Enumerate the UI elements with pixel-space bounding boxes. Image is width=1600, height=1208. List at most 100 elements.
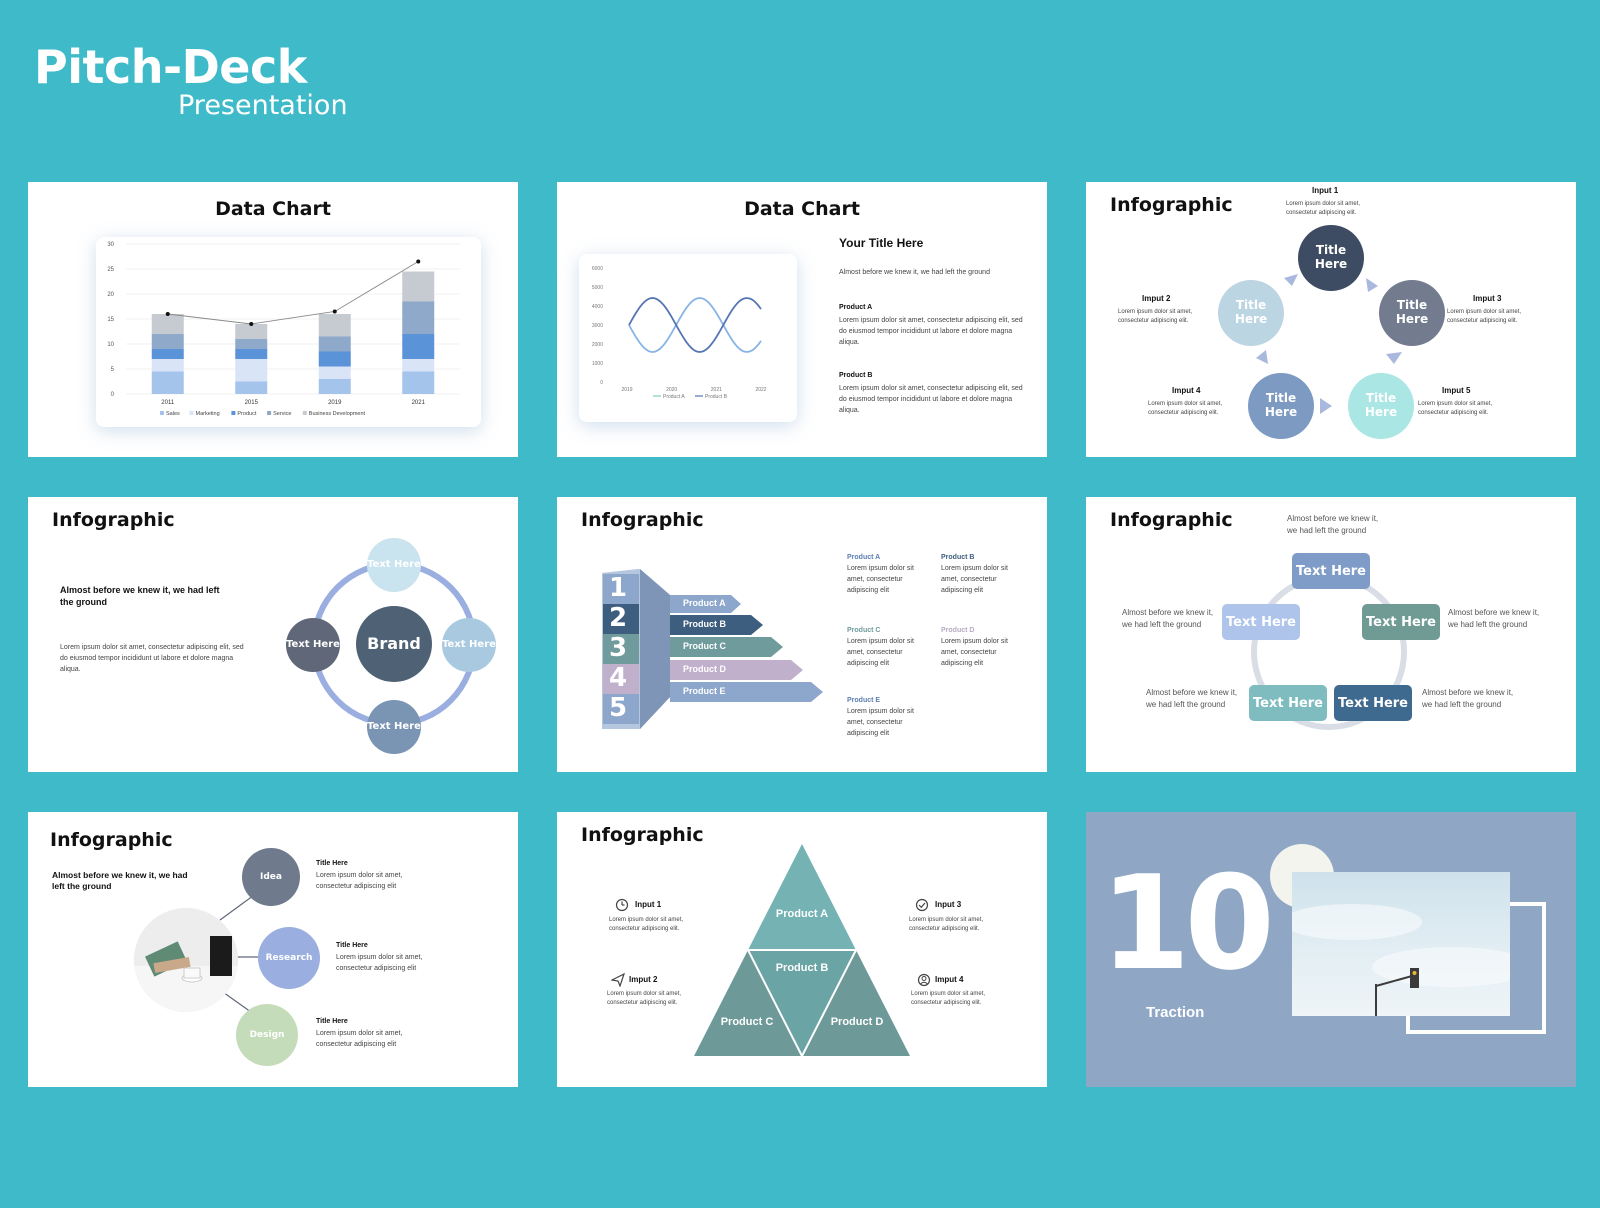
legend-swatch bbox=[302, 411, 307, 415]
pyramid-input-2-text: Lorem ipsum dolor sit amet, consectetur … bbox=[607, 991, 682, 1007]
legend-entry: Product B bbox=[705, 394, 728, 400]
brand-node-left: Text Here bbox=[286, 618, 340, 672]
input-1-label: Input 1 bbox=[1312, 186, 1339, 195]
input-2-text: Lorem ipsum dolor sit amet, consectetur … bbox=[1118, 309, 1193, 325]
pill-bottom-left: Text Here bbox=[1249, 685, 1327, 721]
bar-segment bbox=[318, 351, 351, 367]
brand-node-bottom: Text Here bbox=[367, 700, 421, 754]
slide-infographic-brand[interactable]: Infographic Almost before we knew it, we… bbox=[28, 497, 518, 772]
step-desc-e-title: Product E bbox=[847, 697, 881, 704]
step-label-a: Product A bbox=[683, 598, 726, 608]
slide-infographic-cycle[interactable]: Infographic Title Here Title Here Title … bbox=[1086, 182, 1576, 457]
step-desc-b-title: Product B bbox=[941, 554, 975, 561]
step-desc-a-text: Lorem ipsum dolor sit amet, consectetur … bbox=[847, 565, 914, 594]
trend-line bbox=[167, 261, 419, 325]
step-desc-d-title: Product D bbox=[941, 627, 975, 634]
x-tick-label: 2019 bbox=[328, 400, 342, 406]
legend-entry: Sales bbox=[166, 411, 180, 417]
caption-bottom-left: Almost before we knew it, we had left th… bbox=[1146, 688, 1238, 709]
y-tick-label: 20 bbox=[107, 292, 114, 298]
x-tick-label: 2022 bbox=[755, 387, 766, 393]
trend-point bbox=[165, 312, 170, 316]
step-block-2 bbox=[603, 604, 639, 634]
slide-infographic-pills[interactable]: Infographic Text Here Text Here Text Her… bbox=[1086, 497, 1576, 772]
sky-photo bbox=[1292, 872, 1510, 1016]
x-tick-label: 2021 bbox=[711, 387, 722, 393]
caption-top: Almost before we knew it, we had left th… bbox=[1287, 514, 1379, 535]
step-label-d: Product D bbox=[683, 664, 727, 674]
legend-swatch bbox=[189, 411, 194, 415]
bar-segment bbox=[402, 301, 435, 334]
y-tick-label: 10 bbox=[107, 342, 114, 348]
step-number-5: 5 bbox=[609, 693, 628, 723]
pyramid-graphic bbox=[694, 844, 910, 1057]
slide-infographic-steps[interactable]: Infographic 1 2 3 4 5 Product A Product … bbox=[557, 497, 1047, 772]
step-desc-d-text: Lorem ipsum dolor sit amet, consectetur … bbox=[941, 638, 1008, 667]
cycle-circle-5: Title Here bbox=[1218, 280, 1284, 346]
x-tick-label: 2011 bbox=[161, 400, 175, 406]
process-node-design: Design bbox=[236, 1004, 298, 1066]
legend-entry: Service bbox=[273, 411, 291, 417]
cycle-arrows bbox=[1256, 274, 1402, 414]
brand-center-circle: Brand bbox=[356, 606, 432, 682]
pill-ring bbox=[1251, 574, 1407, 730]
x-tick-label: 2019 bbox=[621, 387, 632, 393]
process-item-3-title: Title Here bbox=[316, 1018, 348, 1025]
bar-segment bbox=[402, 271, 435, 302]
traction-label: Traction bbox=[1146, 1004, 1205, 1021]
series-line-product-b bbox=[628, 297, 762, 353]
legend-entry: Product A bbox=[663, 394, 685, 400]
user-icon bbox=[917, 973, 931, 987]
desk-photo-illustration bbox=[134, 908, 238, 1012]
slide-title: Infographic bbox=[52, 509, 175, 531]
y-tick-label: 5 bbox=[111, 367, 115, 373]
legend-entry: Business Development bbox=[309, 411, 366, 417]
input-5-text: Lorem ipsum dolor sit amet, consectetur … bbox=[1418, 401, 1493, 417]
input-1-text: Lorem ipsum dolor sit amet, consectetur … bbox=[1286, 201, 1361, 217]
caption-bottom-right: Almost before we knew it, we had left th… bbox=[1422, 688, 1514, 709]
y-tick-label: 15 bbox=[107, 317, 114, 323]
step-number-3: 3 bbox=[609, 633, 628, 663]
step-desc-c-title: Product C bbox=[847, 627, 881, 634]
slide-infographic-process[interactable]: Infographic Almost before we knew it, we… bbox=[28, 812, 518, 1087]
cycle-circle-4: Title Here bbox=[1248, 373, 1314, 439]
x-tick-label: 2015 bbox=[245, 400, 259, 406]
pyramid-label-a: Product A bbox=[775, 908, 829, 920]
step-block-4 bbox=[603, 664, 639, 694]
slide-title: Data Chart bbox=[215, 198, 331, 220]
bar-segment bbox=[151, 334, 184, 349]
pyramid-label-c: Product C bbox=[720, 1016, 774, 1028]
slide-title: Infographic bbox=[581, 509, 704, 531]
slide-infographic-pyramid[interactable]: Infographic Product A Product B Product … bbox=[557, 812, 1047, 1087]
y-tick-label: 0 bbox=[111, 392, 115, 398]
product-b-label: Product B bbox=[839, 372, 873, 379]
brand-body: Lorem ipsum dolor sit amet, consectetur … bbox=[60, 644, 244, 673]
input-5-label: Imput 5 bbox=[1442, 386, 1471, 395]
slide-traction[interactable]: 10 Traction bbox=[1086, 812, 1576, 1087]
legend-swatch bbox=[160, 411, 164, 415]
step-block-3 bbox=[603, 634, 639, 664]
pyramid-input-3-label: Input 3 bbox=[935, 900, 962, 909]
process-item-2-text: Lorem ipsum dolor sit amet, consectetur … bbox=[336, 954, 423, 972]
step-number-2: 2 bbox=[609, 603, 628, 633]
y-tick-label: 4000 bbox=[592, 304, 603, 310]
step-number-4: 4 bbox=[609, 663, 628, 693]
bar-segment bbox=[402, 359, 435, 372]
bar-segment bbox=[318, 366, 351, 379]
pyramid-input-4-text: Lorem ipsum dolor sit amet, consectetur … bbox=[911, 991, 986, 1007]
bar-segment bbox=[151, 359, 184, 372]
paper-plane-icon bbox=[611, 973, 625, 987]
deck-subtitle: Presentation bbox=[178, 90, 348, 121]
step-desc-a-title: Product A bbox=[847, 554, 881, 561]
y-tick-label: 6000 bbox=[592, 266, 603, 272]
y-tick-label: 3000 bbox=[592, 323, 603, 329]
bar-segment bbox=[318, 336, 351, 352]
series-line-product-a bbox=[628, 297, 762, 353]
y-tick-label: 1000 bbox=[592, 361, 603, 367]
desk-photo bbox=[134, 908, 238, 1012]
process-node-research: Research bbox=[258, 927, 320, 989]
pyramid-input-1-label: Input 1 bbox=[635, 900, 662, 909]
bar-segment bbox=[151, 349, 184, 359]
